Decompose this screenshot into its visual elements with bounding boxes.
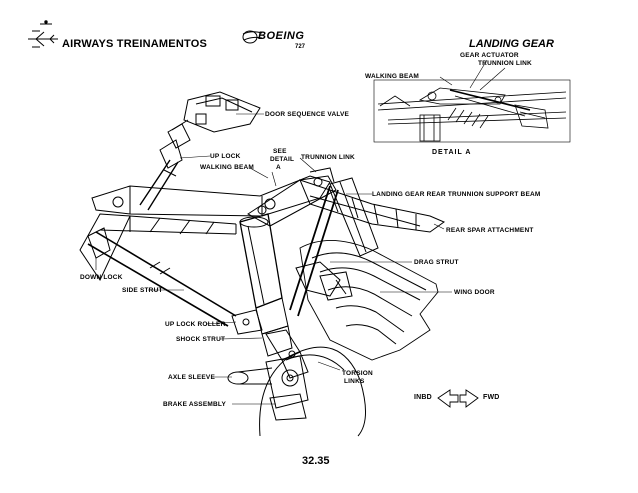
- axle-brake-wheel-part: [227, 346, 366, 437]
- drag-strut-part: [289, 185, 353, 317]
- model-number: 727: [295, 44, 306, 50]
- up-lock-roller-part: [231, 309, 263, 335]
- label-up-lock: UP LOCK: [210, 153, 241, 160]
- airplane-logo-icon: [28, 20, 58, 48]
- label-see-detail-3: A: [276, 164, 281, 171]
- label-rear-spar-attachment: REAR SPAR ATTACHMENT: [446, 227, 534, 234]
- wing-door-part: [299, 240, 439, 361]
- label-wing-door: WING DOOR: [454, 289, 495, 296]
- label-torsion-links-2: LINKS: [344, 378, 365, 385]
- boeing-logo-icon: [242, 30, 263, 44]
- label-trunnion-link: TRUNNION LINK: [301, 154, 355, 161]
- label-rear-trunnion-support-beam: LANDING GEAR REAR TRUNNION SUPPORT BEAM: [372, 191, 541, 198]
- label-detail-walking-beam: WALKING BEAM: [365, 73, 420, 80]
- detail-a-illustration: [373, 59, 571, 143]
- gear-actuator-part: [139, 159, 179, 211]
- leader-lines: [95, 113, 452, 405]
- label-drag-strut: DRAG STRUT: [414, 259, 459, 266]
- direction-arrows-icon: [437, 389, 479, 408]
- label-torsion-links-1: TORSION: [342, 370, 373, 377]
- brand-name: BOEING: [258, 30, 305, 42]
- main-gear-illustration: [79, 91, 446, 437]
- door-sequence-valve-part: [159, 91, 261, 169]
- label-door-sequence-valve: DOOR SEQUENCE VALVE: [265, 111, 350, 118]
- rear-support-part: [329, 177, 379, 257]
- page-number: 32.35: [302, 455, 330, 467]
- label-see-detail-2: DETAIL: [270, 156, 295, 163]
- section-title: LANDING GEAR: [469, 38, 554, 50]
- label-gear-actuator: GEAR ACTUATOR: [460, 52, 519, 59]
- label-inbd: INBD: [414, 394, 432, 401]
- label-fwd: FWD: [483, 394, 500, 401]
- label-see-detail-1: SEE: [273, 148, 287, 155]
- label-up-lock-roller: UP LOCK ROLLER: [165, 321, 226, 328]
- shock-strut-part: [239, 213, 293, 357]
- label-down-lock: DOWN LOCK: [80, 274, 123, 281]
- rear-trunnion-support-beam-part: [299, 179, 446, 233]
- label-brake-assembly: BRAKE ASSEMBLY: [163, 401, 226, 408]
- detail-a-title: DETAIL A: [432, 149, 472, 156]
- label-detail-trunnion-link: TRUNNION LINK: [478, 60, 532, 67]
- label-axle-sleeve: AXLE SLEEVE: [168, 374, 215, 381]
- truss-frame-part: [79, 213, 237, 282]
- label-walking-beam: WALKING BEAM: [200, 164, 255, 171]
- company-title: AIRWAYS TREINAMENTOS: [62, 38, 207, 50]
- side-strut-part: [87, 227, 237, 327]
- walking-beam-part: [91, 175, 331, 217]
- label-side-strut: SIDE STRUT: [122, 287, 163, 294]
- label-shock-strut: SHOCK STRUT: [176, 336, 226, 343]
